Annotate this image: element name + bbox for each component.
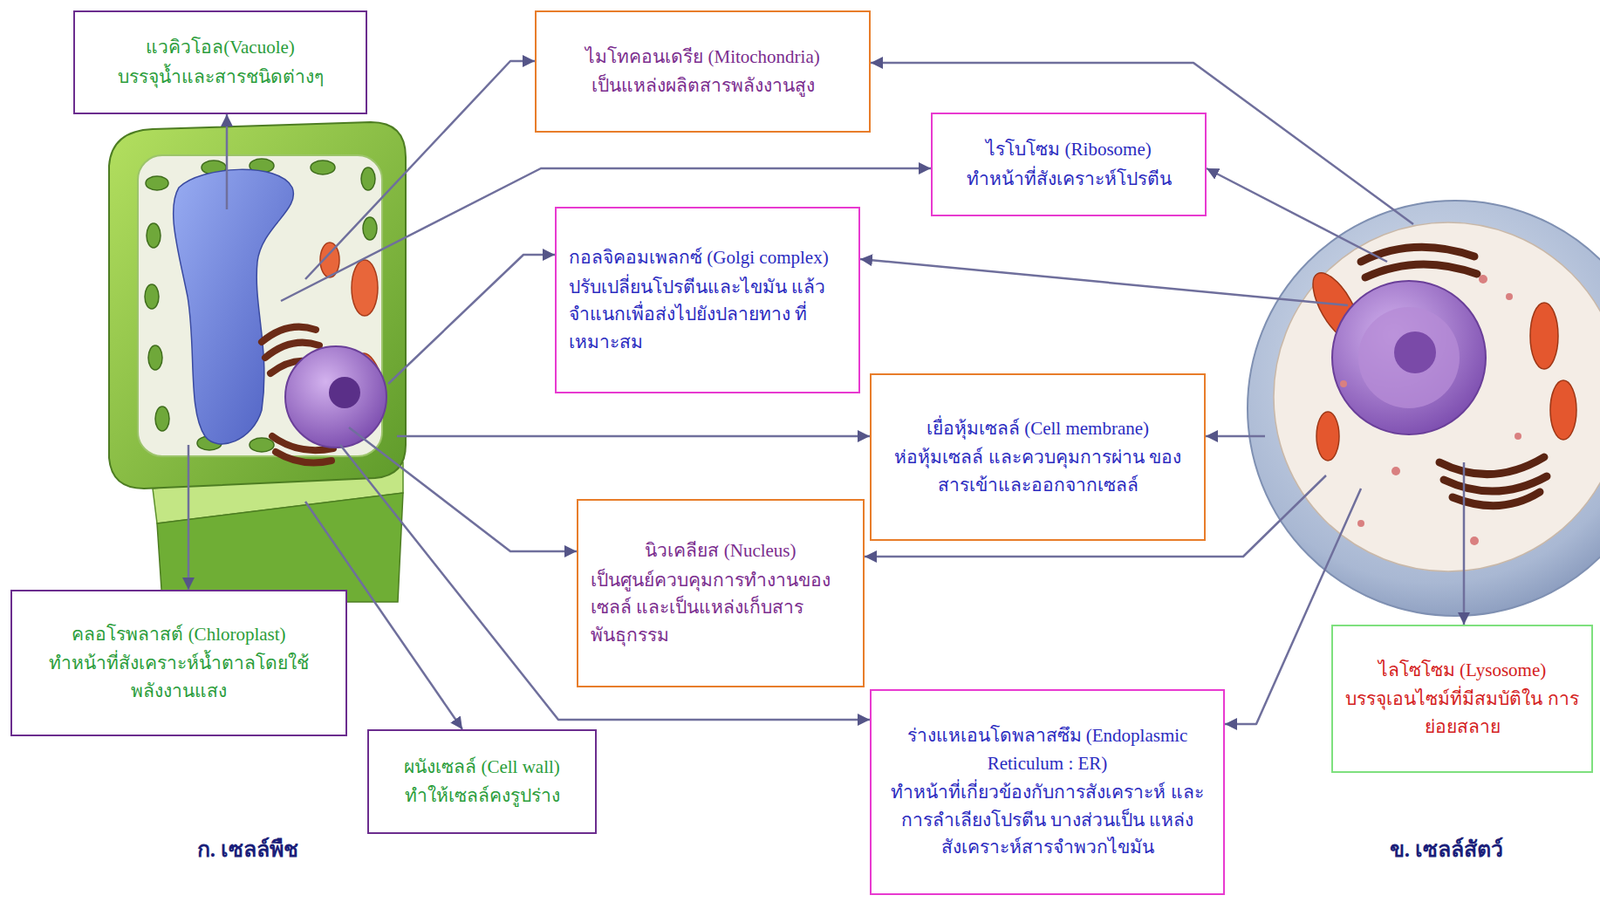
organelle-function: ปรับเปลี่ยนโปรตีนและไขมัน แล้วจำแนกเพื่อ… (568, 273, 847, 357)
leader-line (225, 114, 229, 210)
organelle-function: ทำหน้าที่สังเคราะห์โปรตีน (944, 165, 1193, 194)
leader-line (870, 62, 1414, 225)
chloroplast-shape (146, 223, 161, 248)
animal-er-shape (1360, 246, 1475, 262)
golgi-er-shape (275, 451, 332, 463)
chloroplast-shape (362, 217, 377, 240)
organelle-name: กอลจิคอมเพลกซ์ (Golgi complex) (568, 244, 847, 273)
organelle-function: เป็นศูนย์ควบคุมการทำงานของ เซลล์ และเป็น… (590, 567, 851, 650)
animal-cell-body (1247, 200, 1600, 616)
leader-line (187, 444, 191, 590)
animal-nucleus-shape (1358, 307, 1460, 409)
animal-mitochondrion-shape (1316, 411, 1340, 461)
leader-line (396, 435, 870, 438)
organelle-name: แวคิวโอล(Vacuole) (87, 34, 354, 62)
animal-er-shape (1439, 457, 1545, 475)
plant-nucleus-shape (285, 346, 387, 448)
organelle-function: ทำหน้าที่สังเคราะห์น้ำตาลโดยใช้ พลังงานแ… (24, 649, 334, 705)
lysosome-dot (1470, 536, 1479, 546)
organelle-function: บรรจุน้ำและสารชนิดต่างๆ (87, 63, 354, 92)
organelle-box: นิวเคลียส (Nucleus)เป็นศูนย์ควบคุมการทำง… (576, 499, 865, 688)
chloroplast-shape (249, 437, 274, 452)
organelle-name: ไรโบโซม (Ribosome) (944, 136, 1193, 165)
lysosome-dot (1391, 466, 1401, 476)
leader-line (348, 427, 577, 552)
organelle-name: นิวเคลียส (Nucleus) (590, 537, 851, 566)
animal-er-shape (1365, 264, 1477, 278)
organelle-box: เยื่อหุ้มเซลล์ (Cell membrane)ห่อหุ้มเซล… (869, 373, 1206, 541)
mitochondrion-shape (351, 259, 378, 316)
organelle-box: แวคิวโอล(Vacuole)บรรจุน้ำและสารชนิดต่างๆ (73, 10, 368, 115)
organelle-name: ไลโซโซม (Lysosome) (1345, 656, 1580, 685)
organelle-function: ทำให้เซลล์คงรูปร่าง (381, 782, 583, 811)
organelle-box: ผนังเซลล์ (Cell wall)ทำให้เซลล์คงรูปร่าง (367, 729, 597, 835)
animal-mitochondrion-shape (1530, 302, 1559, 370)
chloroplast-shape (148, 345, 163, 370)
organelle-box: ไลโซโซม (Lysosome)บรรจุเอนไซม์ที่มีสมบัต… (1331, 624, 1594, 773)
organelle-box: ไมโทคอนเดรีย (Mitochondria)เป็นแหล่งผลิต… (534, 10, 871, 133)
lysosome-dot (1478, 274, 1488, 284)
cell-caption: ข. เซลล์สัตว์ (1389, 831, 1505, 867)
organelle-box: ร่างแหเอนโดพลาสซึม (Endoplasmic Reticulu… (869, 689, 1225, 896)
leader-line (388, 254, 555, 384)
organelle-box: กอลจิคอมเพลกซ์ (Golgi complex)ปรับเปลี่ย… (554, 206, 861, 394)
organelle-name: คลอโรพลาสต์ (Chloroplast) (24, 621, 334, 650)
animal-er-shape (1443, 476, 1547, 492)
chloroplast-shape (145, 176, 169, 191)
chloroplast-shape (144, 284, 159, 309)
leader-line (340, 444, 870, 720)
organelle-box: ไรโบโซม (Ribosome)ทำหน้าที่สังเคราะห์โปร… (930, 112, 1207, 217)
organelle-name: ร่างแหเอนโดพลาสซึม (Endoplasmic Reticulu… (883, 722, 1211, 778)
organelle-function: บรรจุเอนไซม์ที่มีสมบัติใน การย่อยสลาย (1345, 685, 1580, 741)
lysosome-dot (1340, 380, 1348, 388)
lysosome-dot (1514, 432, 1522, 440)
leader-line (1205, 435, 1265, 438)
plant-nucleus-shape (285, 346, 387, 448)
animal-cell-body (1247, 200, 1600, 616)
plant-nucleus-shape (328, 376, 361, 409)
leader-line (860, 259, 1348, 306)
lysosome-dot (1505, 293, 1513, 301)
chloroplast-shape (144, 158, 377, 452)
lysosome-dot (1340, 274, 1522, 546)
animal-nucleus-shape (1394, 331, 1436, 374)
leader-group (188, 61, 1464, 730)
organelle-box: คลอโรพลาสต์ (Chloroplast)ทำหน้าที่สังเคร… (10, 589, 348, 737)
leader-line (1463, 462, 1466, 625)
cell-caption: ก. เซลล์พืช (197, 831, 300, 867)
vacuole-shape (173, 169, 295, 445)
animal-nucleus-shape (1332, 280, 1486, 435)
vacuole-shape (173, 169, 295, 445)
leader-line (1206, 168, 1388, 262)
plant-cell-base (157, 492, 404, 602)
organelle-name: เยื่อหุ้มเซลล์ (Cell membrane) (883, 415, 1192, 444)
animal-cell-body (1273, 222, 1600, 572)
organelle-name: ไมโทคอนเดรีย (Mitochondria) (548, 43, 857, 72)
chloroplast-shape (361, 167, 376, 191)
animal-mitochondrion-shape (1550, 380, 1577, 440)
organelle-name: ผนังเซลล์ (Cell wall) (381, 753, 583, 782)
plant-cell-wall (109, 122, 406, 489)
chloroplast-shape (155, 406, 170, 431)
organelle-function: ทำหน้าที่เกี่ยวข้องกับการสังเคราะห์ และก… (883, 779, 1211, 862)
lysosome-dot (1357, 519, 1365, 527)
organelle-function: เป็นแหล่งผลิตสารพลังงานสูง (548, 72, 857, 101)
animal-nucleus-shape (1332, 280, 1486, 435)
chloroplast-shape (310, 160, 336, 175)
animal-er-shape (1452, 492, 1540, 506)
plant-cell-wall (109, 122, 406, 489)
animal-mitochondrion-shape (1303, 266, 1577, 461)
organelle-function: ห่อหุ้มเซลล์ และควบคุมการผ่าน ของสารเข้า… (883, 444, 1192, 500)
